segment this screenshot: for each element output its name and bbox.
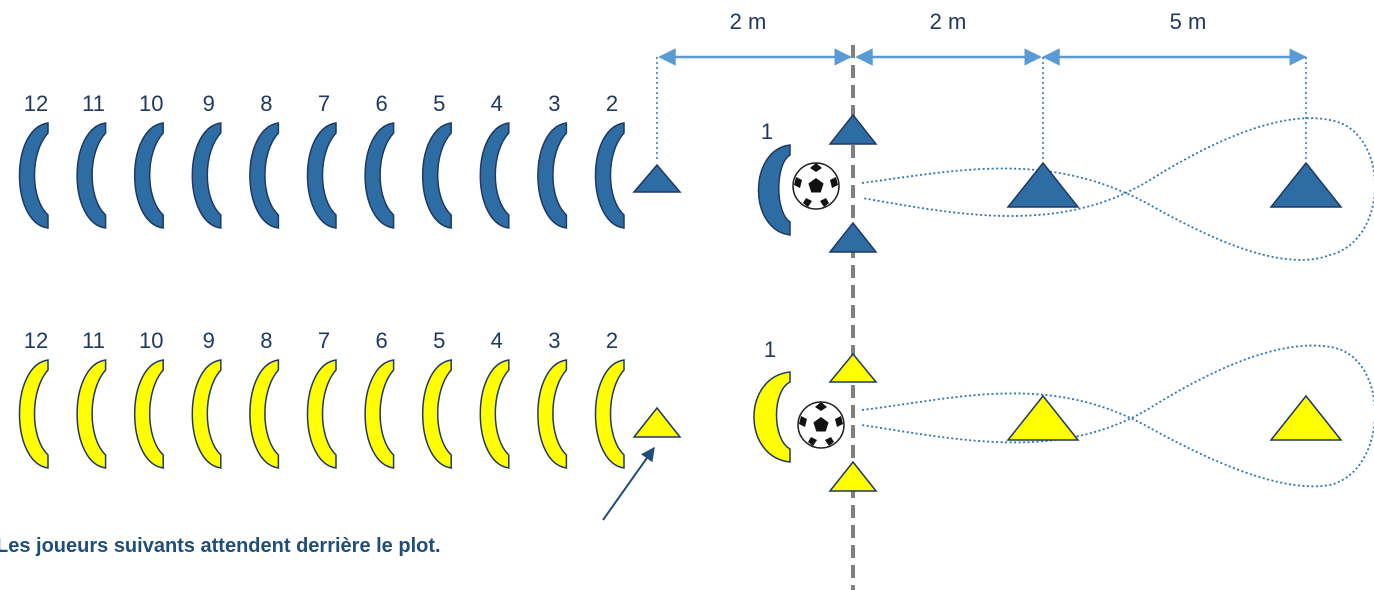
yellow-queue-number: 3 (548, 328, 560, 353)
blue-queue-players (18, 122, 625, 229)
yellow-queue-number: 12 (24, 328, 48, 353)
yellow-gate-cone-top-icon (828, 352, 878, 383)
blue-queue-number: 6 (375, 91, 387, 116)
blue-player-9-icon (191, 122, 222, 229)
blue-queue-number: 12 (24, 91, 48, 116)
yellow-queue-number: 7 (318, 328, 330, 353)
yellow-queue-number: 11 (82, 328, 105, 353)
blue-dribble-path (861, 117, 1374, 261)
blue-player-4-icon (479, 122, 510, 229)
yellow-player-3-icon (537, 359, 568, 469)
yellow-player-7-icon (306, 359, 337, 469)
blue-player-3-icon (537, 122, 568, 229)
yellow-queue-number: 4 (491, 328, 503, 353)
blue-player-10-icon (133, 122, 164, 229)
blue-player-5-icon (421, 122, 452, 229)
yellow-player-10-icon (133, 359, 164, 469)
yellow-ball-icon (797, 401, 845, 449)
blue-queue-number: 5 (433, 91, 445, 116)
yellow-queue-number: 8 (260, 328, 272, 353)
yellow-start-cone-icon (632, 406, 682, 438)
blue-queue-number: 9 (203, 91, 215, 116)
dribble-paths (861, 117, 1374, 488)
distance-markers: 2 m 2 m 5 m (656, 9, 1307, 160)
yellow-player-2-icon (594, 359, 625, 469)
blue-active-player-icon (757, 144, 791, 236)
blue-queue-number: 11 (82, 91, 105, 116)
yellow-player-6-icon (364, 359, 395, 469)
blue-player-12-icon (18, 122, 49, 229)
yellow-queue-number: 10 (139, 328, 163, 353)
blue-slalom-cone-2-icon (1269, 161, 1343, 208)
yellow-player-12-icon (18, 359, 49, 469)
blue-player-2-icon (594, 122, 625, 229)
yellow-active-number: 1 (764, 337, 776, 362)
distance-label-1: 2 m (730, 9, 767, 34)
blue-queue-number: 8 (260, 91, 272, 116)
yellow-queue-number: 5 (433, 328, 445, 353)
blue-start-cone-icon (632, 163, 682, 193)
yellow-queue-number: 9 (203, 328, 215, 353)
blue-gate-cone-bottom-icon (828, 221, 878, 253)
blue-team-row: 12 11 10 9 8 7 6 5 4 3 2 1 (18, 91, 1343, 253)
blue-player-11-icon (76, 122, 107, 229)
blue-player-8-icon (249, 122, 280, 229)
distance-label-3: 5 m (1170, 9, 1207, 34)
blue-active-number: 1 (761, 119, 773, 144)
yellow-queue-numbers: 12 11 10 9 8 7 6 5 4 3 2 (24, 328, 618, 353)
blue-queue-number: 2 (606, 91, 618, 116)
yellow-slalom-cone-2-icon (1269, 394, 1343, 441)
distance-label-2: 2 m (930, 9, 967, 34)
blue-queue-number: 4 (491, 91, 503, 116)
callout-arrow (602, 446, 655, 521)
yellow-player-8-icon (249, 359, 280, 469)
yellow-dribble-path (861, 344, 1374, 488)
blue-queue-number: 3 (548, 91, 560, 116)
blue-gate-cone-top-icon (828, 113, 878, 145)
yellow-player-11-icon (76, 359, 107, 469)
yellow-queue-number: 6 (375, 328, 387, 353)
blue-player-7-icon (306, 122, 337, 229)
blue-queue-numbers: 12 11 10 9 8 7 6 5 4 3 2 (24, 91, 618, 116)
blue-slalom-cone-1-icon (1006, 161, 1080, 208)
yellow-team-row: 12 11 10 9 8 7 6 5 4 3 2 1 (18, 328, 1343, 492)
yellow-queue-number: 2 (606, 328, 618, 353)
yellow-player-9-icon (191, 359, 222, 469)
yellow-player-4-icon (479, 359, 510, 469)
blue-player-6-icon (364, 122, 395, 229)
blue-queue-number: 7 (318, 91, 330, 116)
yellow-active-player-icon (753, 371, 791, 463)
yellow-slalom-cone-1-icon (1006, 394, 1080, 441)
blue-queue-number: 10 (139, 91, 163, 116)
yellow-gate-cone-bottom-icon (828, 460, 878, 492)
yellow-queue-players (18, 359, 625, 469)
blue-ball-icon (792, 162, 840, 210)
yellow-player-5-icon (421, 359, 452, 469)
caption-text: Les joueurs suivants attendent derrière … (0, 535, 441, 557)
